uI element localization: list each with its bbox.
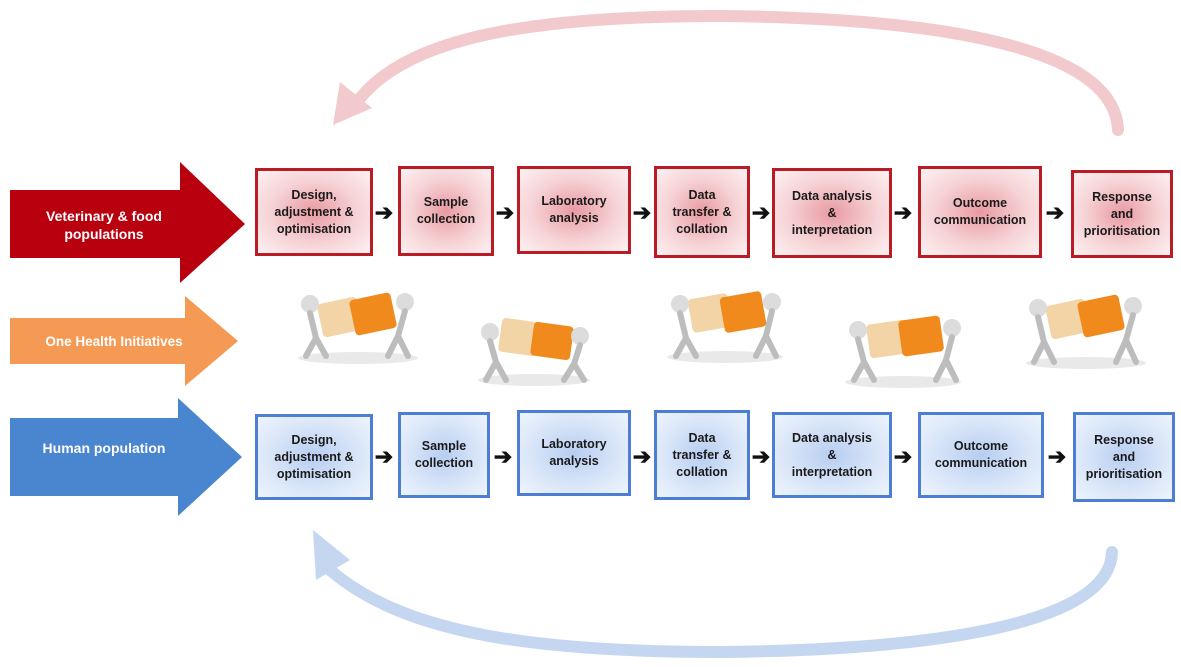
vet-step-laboratory-analysis: Laboratory analysis [517,166,631,254]
human-lane-arrow [10,398,242,516]
human-lane-label: Human population [42,440,166,456]
vet-step-data-analysis: Data analysis & interpretation [772,168,892,258]
right-arrow-icon: ➔ [493,444,513,469]
one-health-lane-arrow [10,296,238,386]
human-step-outcome-communication: Outcome communication [918,412,1044,498]
puzzle-carriers-icon [298,292,418,364]
vet-step-response-prioritisation: Response and prioritisation [1071,170,1173,258]
right-arrow-icon: ➔ [751,200,771,225]
veterinary-lane-arrow [10,162,245,283]
right-arrow-icon: ➔ [1045,200,1065,225]
human-step-laboratory-analysis: Laboratory analysis [517,410,631,496]
right-arrow-icon: ➔ [495,200,515,225]
vet-step-outcome-communication: Outcome communication [918,166,1042,258]
right-arrow-icon: ➔ [751,444,771,469]
human-step-data-analysis: Data analysis & interpretation [772,412,892,498]
right-arrow-icon: ➔ [893,444,913,469]
right-arrow-icon: ➔ [374,444,394,469]
vet-step-data-transfer: Data transfer & collation [654,166,750,258]
right-arrow-icon: ➔ [374,200,394,225]
vet-step-sample-collection: Sample collection [398,166,494,256]
human-step-sample-collection: Sample collection [398,412,490,498]
one-health-lane-label: One Health Initiatives [45,334,183,349]
bottom-feedback-loop-arrow [324,546,1118,659]
human-step-design: Design, adjustment & optimisation [255,414,373,500]
human-step-data-transfer: Data transfer & collation [654,410,750,500]
right-arrow-icon: ➔ [632,444,652,469]
right-arrow-icon: ➔ [893,200,913,225]
puzzle-carriers-icon [667,291,783,363]
puzzle-carriers-icon [1026,294,1146,369]
puzzle-carriers-icon [845,315,961,388]
puzzle-carriers-icon [478,318,590,386]
vet-step-design: Design, adjustment & optimisation [255,168,373,256]
right-arrow-icon: ➔ [1047,444,1067,469]
top-feedback-loop-arrow [349,9,1124,136]
right-arrow-icon: ➔ [632,200,652,225]
human-step-response-prioritisation: Response and prioritisation [1073,412,1175,502]
bottom-feedback-loop-arrowhead-icon [313,530,350,580]
veterinary-lane-label: Veterinary & food populations [46,208,162,242]
top-feedback-loop-arrowhead-icon [333,82,372,125]
